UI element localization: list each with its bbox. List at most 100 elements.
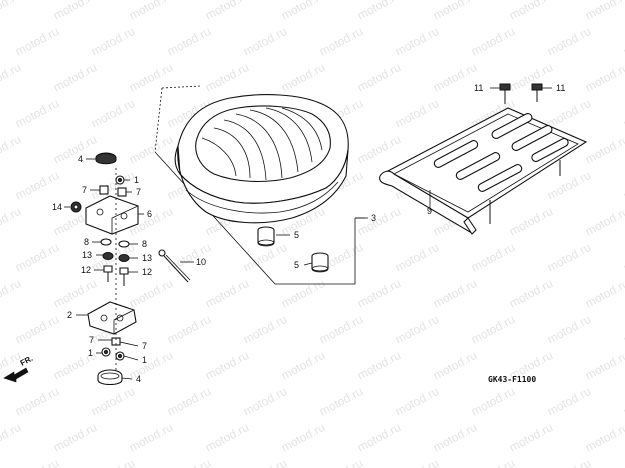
watermark-text: motod.ru bbox=[469, 384, 517, 419]
watermark-text: motod.ru bbox=[165, 384, 213, 419]
watermark-text: motod.ru bbox=[203, 60, 251, 95]
watermark-text: motod.ru bbox=[241, 24, 289, 59]
watermark-text: motod.ru bbox=[127, 0, 175, 23]
watermark-text: motod.ru bbox=[469, 240, 517, 275]
watermark-text: motod.ru bbox=[241, 456, 289, 468]
watermark-text: motod.ru bbox=[0, 204, 23, 239]
callout-8-right: 8 bbox=[142, 239, 147, 249]
callout-1-upper: 1 bbox=[134, 175, 139, 185]
callout-5-lower: 5 bbox=[294, 260, 299, 270]
watermark-text: motod.ru bbox=[13, 312, 61, 347]
callout-10: 10 bbox=[196, 257, 206, 267]
watermark-text: motod.ru bbox=[545, 96, 593, 131]
callout-13-left: 13 bbox=[82, 250, 92, 260]
callout-1-lower-left: 1 bbox=[88, 348, 93, 358]
watermark-text: motod.ru bbox=[165, 312, 213, 347]
watermark-text: motod.ru bbox=[507, 0, 555, 23]
watermark-text: motod.ru bbox=[51, 276, 99, 311]
watermark-text: motod.ru bbox=[507, 276, 555, 311]
bolt-lower-left bbox=[101, 347, 111, 357]
watermark-text: motod.ru bbox=[393, 240, 441, 275]
callout-2: 2 bbox=[67, 310, 72, 320]
watermark-text: motod.ru bbox=[89, 456, 137, 468]
collar-upper-left bbox=[99, 185, 109, 195]
watermark-text: motod.ru bbox=[507, 60, 555, 95]
callout-7-upper-left: 7 bbox=[82, 185, 87, 195]
watermark-text: motod.ru bbox=[583, 204, 625, 239]
watermark-text: motod.ru bbox=[165, 456, 213, 468]
watermark-text: motod.ru bbox=[355, 348, 403, 383]
watermark-text: motod.ru bbox=[545, 384, 593, 419]
callout-1-lower-right: 1 bbox=[142, 355, 147, 365]
callout-13-right: 13 bbox=[142, 253, 152, 263]
watermark-text: motod.ru bbox=[545, 312, 593, 347]
diagram-code: GK43-F1100 bbox=[488, 375, 536, 384]
watermark-text: motod.ru bbox=[431, 348, 479, 383]
watermark-text: motod.ru bbox=[165, 24, 213, 59]
watermark-text: motod.ru bbox=[0, 60, 23, 95]
watermark-text: motod.ru bbox=[13, 24, 61, 59]
watermark-text: motod.ru bbox=[583, 420, 625, 455]
watermark-text: motod.ru bbox=[621, 96, 625, 131]
watermark-text: motod.ru bbox=[89, 384, 137, 419]
watermark-text: motod.ru bbox=[127, 132, 175, 167]
leader-lines bbox=[64, 87, 552, 380]
grommet-left bbox=[102, 252, 114, 260]
luggage-rack bbox=[379, 107, 588, 235]
watermark-text: motod.ru bbox=[545, 456, 593, 468]
bracket-lower bbox=[87, 301, 137, 335]
callout-7-upper-right: 7 bbox=[136, 187, 141, 197]
watermark-text: motod.ru bbox=[621, 168, 625, 203]
watermark-text: motod.ru bbox=[355, 204, 403, 239]
watermark-text: motod.ru bbox=[355, 60, 403, 95]
watermark-text: motod.ru bbox=[279, 276, 327, 311]
watermark-text: motod.ru bbox=[89, 24, 137, 59]
callout-11-right: 11 bbox=[556, 83, 565, 93]
rack-bolt-right bbox=[531, 83, 543, 102]
callout-7-lower-left: 7 bbox=[89, 335, 94, 345]
watermark-text: motod.ru bbox=[51, 0, 99, 23]
cap-lower bbox=[97, 369, 123, 386]
watermark-text: motod.ru bbox=[279, 0, 327, 23]
watermark-text: motod.ru bbox=[621, 384, 625, 419]
nut-14 bbox=[70, 201, 82, 213]
callout-8-left: 8 bbox=[84, 237, 89, 247]
watermark-text: motod.ru bbox=[203, 348, 251, 383]
watermark-text: motod.ru bbox=[393, 96, 441, 131]
watermark-text: motod.ru bbox=[89, 96, 137, 131]
watermark-text: motod.ru bbox=[583, 132, 625, 167]
watermark-text: motod.ru bbox=[203, 0, 251, 23]
seat bbox=[154, 85, 368, 285]
washer-right bbox=[118, 240, 130, 248]
direction-label: FR. bbox=[19, 354, 35, 368]
watermark-text: motod.ru bbox=[469, 312, 517, 347]
callout-12-right: 12 bbox=[142, 267, 152, 277]
watermark-text: motod.ru bbox=[13, 168, 61, 203]
watermark-text: motod.ru bbox=[203, 276, 251, 311]
bolt-12-right bbox=[119, 267, 129, 286]
collar-upper-right bbox=[117, 187, 127, 197]
watermark-text: motod.ru bbox=[51, 60, 99, 95]
bolt-12-left bbox=[103, 265, 113, 282]
watermark-text: motod.ru bbox=[0, 0, 23, 23]
grommet-right bbox=[118, 254, 130, 262]
rubber-bumper-lower bbox=[311, 252, 329, 273]
callout-12-left: 12 bbox=[81, 265, 91, 275]
watermark-text: motod.ru bbox=[0, 420, 23, 455]
watermark-text: motod.ru bbox=[507, 420, 555, 455]
watermark-text: motod.ru bbox=[355, 0, 403, 23]
bracket-upper bbox=[85, 195, 139, 235]
watermark-text: motod.ru bbox=[13, 456, 61, 468]
rubber-bumper-upper bbox=[257, 226, 275, 247]
watermark-text: motod.ru bbox=[583, 276, 625, 311]
bolt-upper bbox=[115, 175, 125, 185]
watermark-text: motod.ru bbox=[621, 456, 625, 468]
callout-11-left: 11 bbox=[474, 83, 483, 93]
bolt-lower-right bbox=[115, 351, 125, 361]
callout-4-upper: 4 bbox=[78, 154, 83, 164]
watermark-text: motod.ru bbox=[127, 60, 175, 95]
watermark-text: motod.ru bbox=[431, 0, 479, 23]
